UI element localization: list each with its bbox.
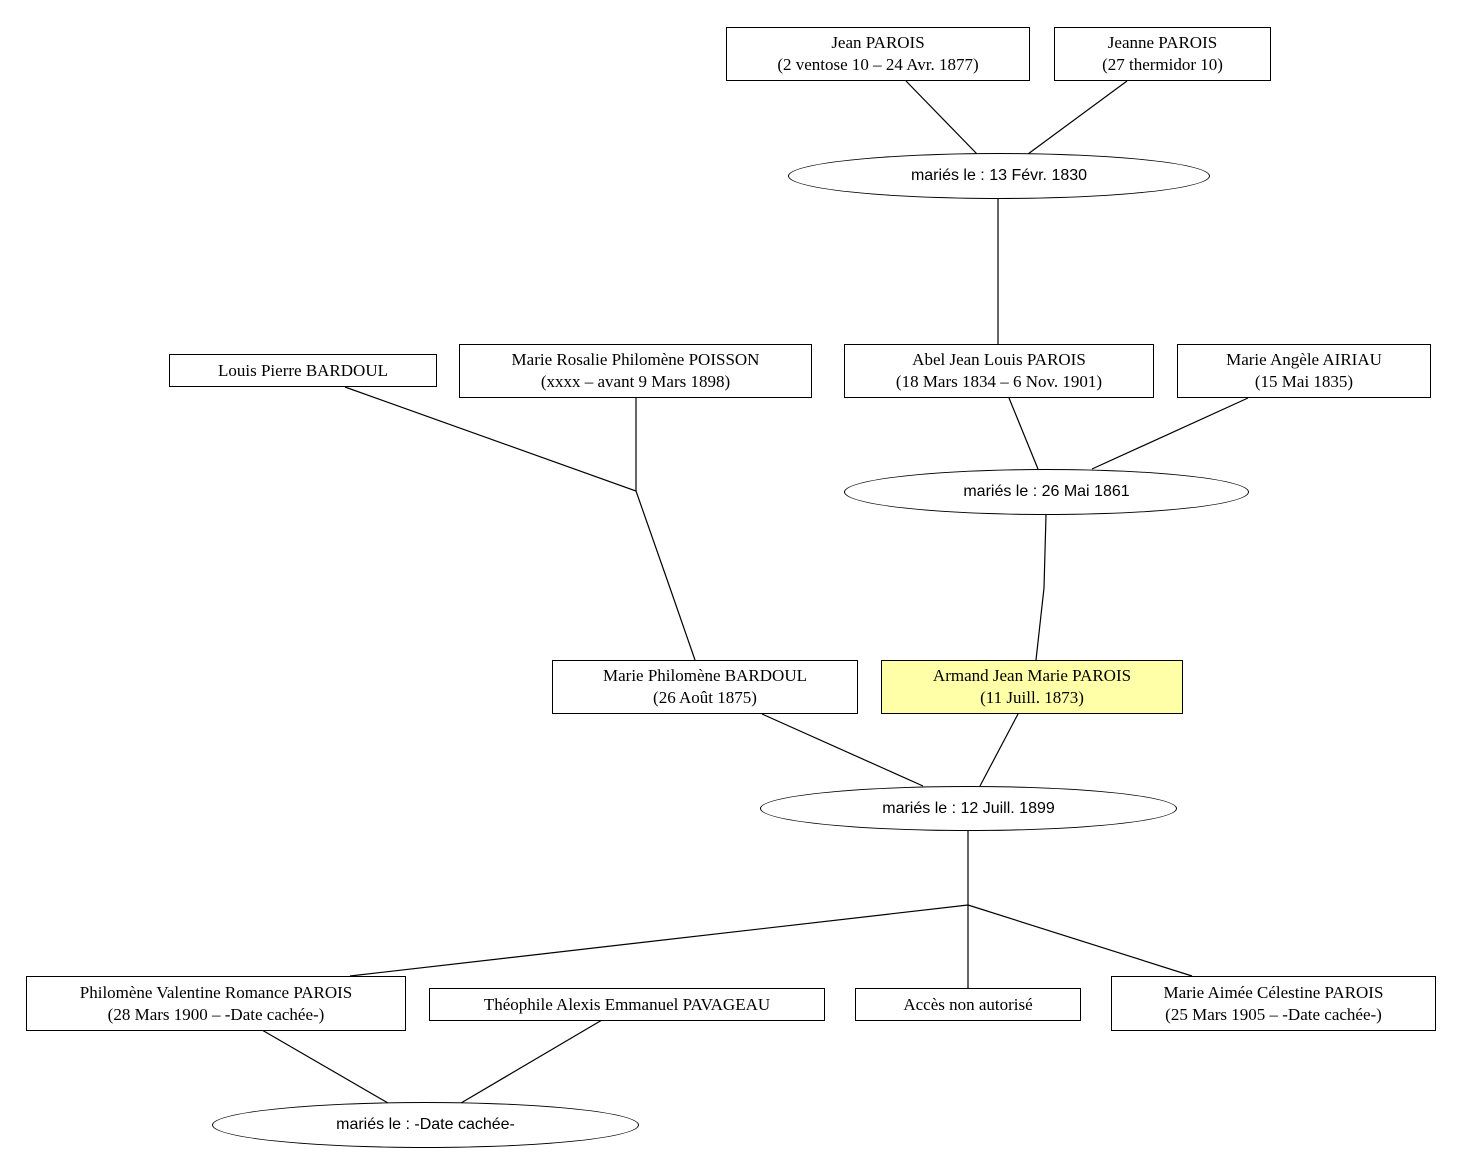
person-dates: (28 Mars 1900 – -Date cachée-)	[107, 1004, 325, 1024]
person-philomene-valentine-parois[interactable]: Philomène Valentine Romance PAROIS (28 M…	[26, 976, 406, 1031]
marriage-label: mariés le : 26 Mai 1861	[963, 483, 1130, 500]
person-dates: (xxxx – avant 9 Mars 1898)	[540, 372, 731, 391]
marriage-hidden-date: mariés le : -Date cachée-	[212, 1102, 639, 1148]
connector-line	[261, 1029, 389, 1104]
marriage-label: mariés le : -Date cachée-	[336, 1116, 515, 1133]
person-name: Marie Rosalie Philomène POISSON	[511, 350, 760, 369]
person-name: Louis Pierre BARDOUL	[218, 360, 388, 380]
person-name: Marie Aimée Célestine PAROIS	[1163, 982, 1384, 1002]
person-marie-angele-airiau[interactable]: Marie Angèle AIRIAU (15 Mai 1835)	[1177, 344, 1431, 398]
connector-line	[905, 80, 978, 155]
person-dates: (27 thermidor 10)	[1102, 55, 1223, 74]
person-theophile-pavageau[interactable]: Théophile Alexis Emmanuel PAVAGEAU	[429, 988, 825, 1021]
person-dates: (11 Juill. 1873)	[980, 688, 1084, 707]
connector-line	[635, 490, 696, 661]
marriage-label: mariés le : 12 Juill. 1899	[882, 799, 1055, 817]
connector-line	[1008, 397, 1039, 470]
person-acces-non-autorise[interactable]: Accès non autorisé	[855, 988, 1081, 1021]
connector-line	[979, 713, 1019, 787]
person-name: Marie Philomène BARDOUL	[603, 666, 807, 685]
marriage-label: mariés le : 13 Févr. 1830	[910, 167, 1088, 184]
person-name: Jean PAROIS	[831, 33, 925, 52]
connector-line	[1091, 397, 1249, 470]
person-name: Philomène Valentine Romance PAROIS	[79, 982, 353, 1002]
person-marie-aimee-parois[interactable]: Marie Aimée Célestine PAROIS (25 Mars 19…	[1111, 976, 1436, 1031]
connector-line	[1027, 80, 1128, 155]
person-name: Théophile Alexis Emmanuel PAVAGEAU	[483, 994, 771, 1014]
person-louis-pierre-bardoul[interactable]: Louis Pierre BARDOUL	[169, 354, 437, 387]
connector-line	[967, 904, 1193, 977]
person-marie-philomene-bardoul[interactable]: Marie Philomène BARDOUL (26 Août 1875)	[552, 660, 858, 714]
person-abel-jean-louis-parois[interactable]: Abel Jean Louis PAROIS (18 Mars 1834 – 6…	[844, 344, 1154, 398]
person-armand-jean-marie-parois[interactable]: Armand Jean Marie PAROIS (11 Juill. 1873…	[881, 660, 1183, 714]
connector-line	[344, 386, 637, 492]
person-name: Jeanne PAROIS	[1107, 33, 1218, 52]
person-dates: (15 Mai 1835)	[1254, 372, 1354, 391]
connector-line	[761, 713, 924, 787]
person-name: Armand Jean Marie PAROIS	[932, 666, 1132, 685]
connector-line	[1035, 514, 1047, 661]
person-name: Accès non autorisé	[903, 994, 1033, 1014]
person-name: Marie Angèle AIRIAU	[1226, 350, 1382, 369]
person-name: Abel Jean Louis PAROIS	[912, 350, 1086, 369]
person-marie-rosalie-poisson[interactable]: Marie Rosalie Philomène POISSON (xxxx – …	[459, 344, 812, 398]
person-dates: (26 Août 1875)	[653, 688, 757, 707]
connector-line	[460, 1019, 603, 1104]
person-dates: (2 ventose 10 – 24 Avr. 1877)	[777, 55, 979, 74]
person-jean-parois[interactable]: Jean PAROIS (2 ventose 10 – 24 Avr. 1877…	[726, 27, 1030, 81]
person-dates: (25 Mars 1905 – -Date cachée-)	[1165, 1004, 1382, 1024]
person-dates: (18 Mars 1834 – 6 Nov. 1901)	[895, 372, 1103, 391]
marriage-1861: mariés le : 26 Mai 1861	[844, 469, 1249, 515]
person-jeanne-parois[interactable]: Jeanne PAROIS (27 thermidor 10)	[1054, 27, 1271, 81]
marriage-1830: mariés le : 13 Févr. 1830	[788, 153, 1210, 199]
marriage-1899: mariés le : 12 Juill. 1899	[760, 786, 1177, 831]
connector-line	[349, 904, 969, 977]
